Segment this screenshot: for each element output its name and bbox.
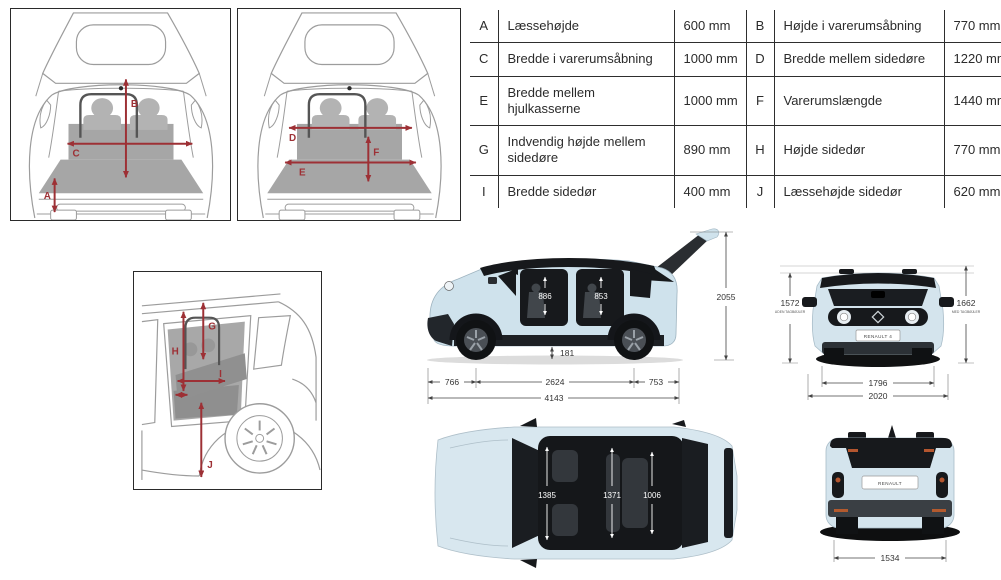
top-width-rear-label: 1006 <box>643 491 661 500</box>
row-value: 1220 mm <box>943 42 1001 77</box>
rear-view-car: RENAULT 1534 <box>820 425 960 563</box>
front-view-diagram: RENAULT 4 1572 UDEN TAGBØJLER 1662 MED T… <box>760 240 1001 408</box>
row-value: 400 mm <box>673 174 747 209</box>
row-value: 890 mm <box>673 125 747 176</box>
dim-label-j: J <box>207 460 213 471</box>
front-width-label: 2020 <box>869 391 888 401</box>
row-value: 1000 mm <box>673 75 747 126</box>
row-label: Bredde sidedør <box>497 174 675 209</box>
row-label: Bredde mellem hjulkasserne <box>497 75 675 126</box>
side-door-view: G H I J <box>141 293 321 480</box>
cargo-dimensions-diagram-2: D E F <box>237 8 461 222</box>
row-label: Varerumslængde <box>773 75 945 126</box>
row-value: 620 mm <box>943 174 1001 209</box>
front-view-car: RENAULT 4 1572 UDEN TAGBØJLER 1662 MED T… <box>775 265 981 401</box>
dim-label-f: F <box>373 148 379 159</box>
row-key: I <box>469 174 499 209</box>
row-key: F <box>745 75 775 126</box>
row-label: Læssehøjde sidedør <box>773 174 945 209</box>
side-door-dimensions-diagram: G H I J <box>133 271 322 490</box>
side-view-car: 886 853 181 <box>427 228 736 404</box>
dim-label-a: A <box>44 191 51 202</box>
row-label: Højde i varerumsåbning <box>773 9 945 44</box>
row-key: H <box>745 125 775 176</box>
dim-label-e: E <box>299 167 306 178</box>
row-label: Læssehøjde <box>497 9 675 44</box>
length-label: 4143 <box>545 393 564 403</box>
wheelbase-label: 2624 <box>546 377 565 387</box>
dim-label-i: I <box>219 369 222 380</box>
side-view-diagram: 886 853 181 <box>424 222 748 414</box>
height-bars-note: MED TAGBØJLER <box>952 310 981 314</box>
height-bars-label: 1662 <box>957 298 976 308</box>
front-overhang-label: 766 <box>445 377 459 387</box>
dim-label-d: D <box>289 133 296 144</box>
cargo-dimensions-diagram-1: A B C <box>10 8 231 222</box>
height-roof-label: 1572 <box>781 298 800 308</box>
row-key: B <box>745 9 775 44</box>
front-track-label: 1796 <box>869 378 888 388</box>
row-label: Bredde mellem sidedøre <box>773 42 945 77</box>
height-roof-note: UDEN TAGBØJLER <box>775 310 806 314</box>
rear-track-label: 1534 <box>881 553 900 563</box>
row-value: 770 mm <box>943 125 1001 176</box>
dim-label-h: H <box>172 346 179 357</box>
rear-overhang-label: 753 <box>649 377 663 387</box>
top-view-diagram: 1385 1371 1006 <box>424 414 748 572</box>
interior-height-front-label: 886 <box>538 292 552 301</box>
row-key: D <box>745 42 775 77</box>
dim-label-g: G <box>208 322 216 333</box>
rear-plate-text: RENAULT <box>878 481 902 486</box>
row-key: J <box>745 174 775 209</box>
dim-label-c: C <box>72 149 79 160</box>
rear-view-diagram: RENAULT 1534 <box>788 410 1001 575</box>
row-value: 1440 mm <box>943 75 1001 126</box>
front-plate-text: RENAULT 4 <box>864 334 892 339</box>
cargo-rear-view-2: D E F <box>256 11 443 222</box>
open-height-label: 2055 <box>717 292 736 302</box>
row-key: E <box>469 75 499 126</box>
row-key: G <box>469 125 499 176</box>
dim-label-b: B <box>131 99 138 110</box>
top-view-car: 1385 1371 1006 <box>434 418 738 568</box>
row-label: Højde sidedør <box>773 125 945 176</box>
cargo-rear-view-1: A B C <box>28 11 214 222</box>
row-value: 1000 mm <box>673 42 747 77</box>
interior-height-rear-label: 853 <box>594 292 608 301</box>
row-label: Bredde i varerumsåbning <box>497 42 675 77</box>
top-width-front-label: 1385 <box>538 491 556 500</box>
row-value: 600 mm <box>673 9 747 44</box>
ground-clearance-label: 181 <box>560 348 574 358</box>
row-key: A <box>469 9 499 44</box>
row-label: Indvendig højde mellem sidedøre <box>497 125 675 176</box>
row-key: C <box>469 42 499 77</box>
row-value: 770 mm <box>943 9 1001 44</box>
top-width-mid-label: 1371 <box>603 491 621 500</box>
